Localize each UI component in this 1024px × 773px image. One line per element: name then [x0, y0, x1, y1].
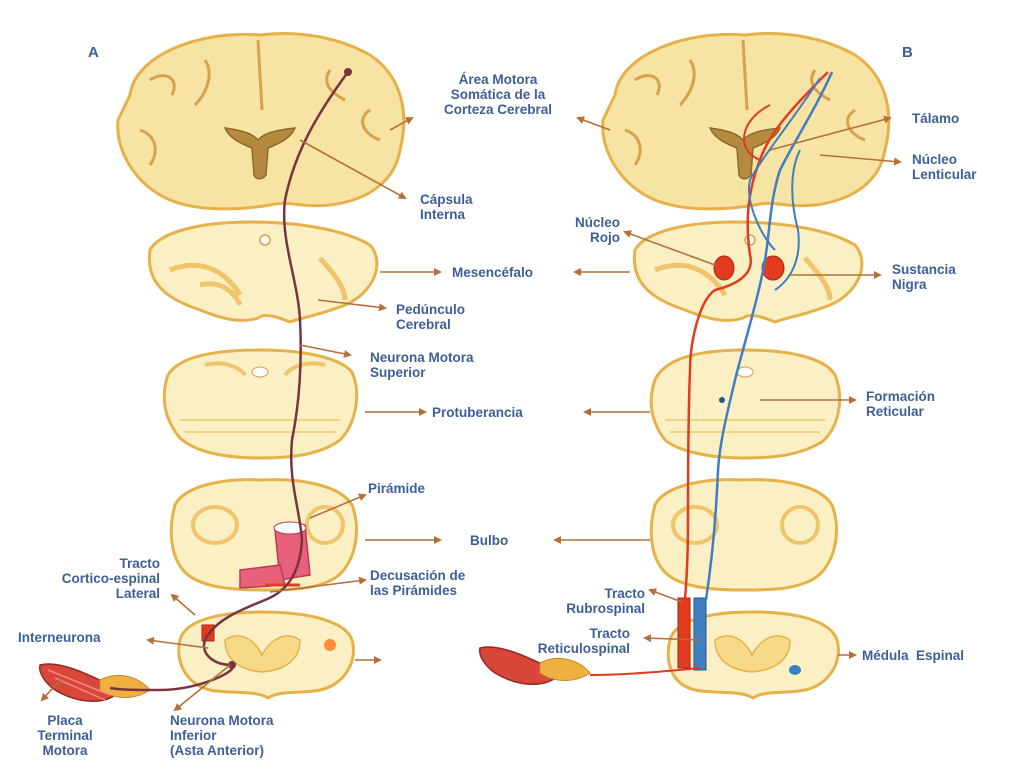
- placa-line-2: Terminal: [37, 728, 93, 743]
- mesencephalon-section-a: [147, 220, 379, 324]
- cerebrum-section-b: [601, 32, 891, 211]
- reticulospinal-line-2: Reticulospinal: [537, 641, 630, 656]
- tracto-cortico-line-1: Tracto: [119, 556, 160, 571]
- label-nucleo-lenticular: Núcleo Lenticular: [912, 152, 977, 182]
- spinal-cord-section-b: [666, 597, 840, 700]
- label-bulbo: Bulbo: [470, 533, 509, 548]
- label-tracto-cortico-espinal: Tracto Cortico-espinal Lateral: [10, 556, 160, 601]
- neurona-superior-line-1: Neurona Motora: [370, 350, 474, 365]
- lenticular-line-2: Lenticular: [912, 167, 977, 182]
- reticulospinal-tract: [704, 71, 834, 601]
- neurona-inferior-line-3: (Asta Anterior): [170, 743, 265, 758]
- label-pedunculo-cerebral: Pedúnculo Cerebral: [396, 302, 465, 332]
- label-formacion-reticular: Formación Reticular: [866, 389, 935, 419]
- pons-section-a: [162, 348, 359, 460]
- tracto-cortico-line-2: Cortico-espinal: [61, 571, 160, 586]
- medulla-section-a: [169, 478, 359, 592]
- label-placa-terminal-motora: Placa Terminal Motora: [20, 713, 110, 758]
- capsula-line-1: Cápsula: [420, 192, 473, 207]
- label-interneurona: Interneurona: [18, 630, 101, 645]
- rubrospinal-line-1: Tracto: [604, 586, 645, 601]
- neurona-superior-line-2: Superior: [370, 365, 426, 380]
- pedunculo-line-2: Cerebral: [396, 317, 451, 332]
- label-medula-espinal: Médula Espinal: [862, 648, 965, 663]
- label-decusacion-piramides: Decusación de las Pirámides: [370, 568, 465, 598]
- area-motora-line-3: Corteza Cerebral: [443, 102, 553, 117]
- lenticular-line-1: Núcleo: [912, 152, 958, 167]
- label-mesencefalo: Mesencéfalo: [452, 265, 534, 280]
- rubrospinal-line-2: Rubrospinal: [566, 601, 645, 616]
- placa-line-3: Motora: [42, 743, 88, 758]
- label-talamo: Tálamo: [912, 111, 960, 126]
- muscle-a: [38, 663, 151, 702]
- nigra-line-1: Sustancia: [892, 262, 956, 277]
- label-neurona-motora-superior: Neurona Motora Superior: [370, 350, 474, 380]
- neurona-inferior-line-1: Neurona Motora: [170, 713, 274, 728]
- label-tracto-rubrospinal: Tracto Rubrospinal: [520, 586, 645, 616]
- label-protuberancia: Protuberancia: [432, 405, 523, 420]
- reticulospinal-line-1: Tracto: [589, 626, 630, 641]
- spinal-cord-section-a: [177, 610, 355, 700]
- decusacion-line-2: las Pirámides: [370, 583, 458, 598]
- medulla-section-b: [649, 478, 839, 592]
- cerebrum-section-a: [116, 32, 406, 211]
- neurona-inferior-line-2: Inferior: [170, 728, 217, 743]
- red-nucleus-right: [761, 255, 785, 281]
- reticular-line-1: Formación: [866, 389, 936, 404]
- panel-a-label: A: [88, 44, 99, 61]
- label-area-motora: Área Motora Somática de la Corteza Cereb…: [418, 72, 578, 117]
- tracto-cortico-line-3: Lateral: [115, 586, 160, 601]
- area-motora-line-1: Área Motora: [458, 72, 538, 87]
- nigra-line-2: Nigra: [892, 277, 927, 292]
- panel-b-label: B: [902, 44, 913, 61]
- red-nucleus-left: [713, 255, 735, 281]
- pons-section-b: [649, 348, 842, 460]
- label-nucleo-rojo: Núcleo Rojo: [540, 215, 620, 245]
- nucleo-rojo-line-1: Núcleo: [574, 215, 620, 230]
- label-capsula-interna: Cápsula Interna: [420, 192, 473, 222]
- pedunculo-line-1: Pedúnculo: [396, 302, 466, 317]
- area-motora-line-2: Somática de la: [450, 87, 546, 102]
- capsula-line-2: Interna: [420, 207, 466, 222]
- muscle-b: [478, 646, 701, 685]
- label-neurona-motora-inferior: Neurona Motora Inferior (Asta Anterior): [170, 713, 274, 758]
- leader-arrows: [40, 115, 902, 712]
- placa-line-1: Placa: [47, 713, 83, 728]
- label-sustancia-nigra: Sustancia Nigra: [892, 262, 956, 292]
- label-piramide: Pirámide: [368, 481, 426, 496]
- nucleo-rojo-line-2: Rojo: [590, 230, 620, 245]
- corticospinal-tract-a: [109, 71, 350, 692]
- lateral-ventricle-a: [223, 127, 297, 180]
- reticular-line-2: Reticular: [866, 404, 924, 419]
- label-tracto-reticulospinal: Tracto Reticulospinal: [490, 626, 630, 656]
- decusacion-line-1: Decusación de: [370, 568, 466, 583]
